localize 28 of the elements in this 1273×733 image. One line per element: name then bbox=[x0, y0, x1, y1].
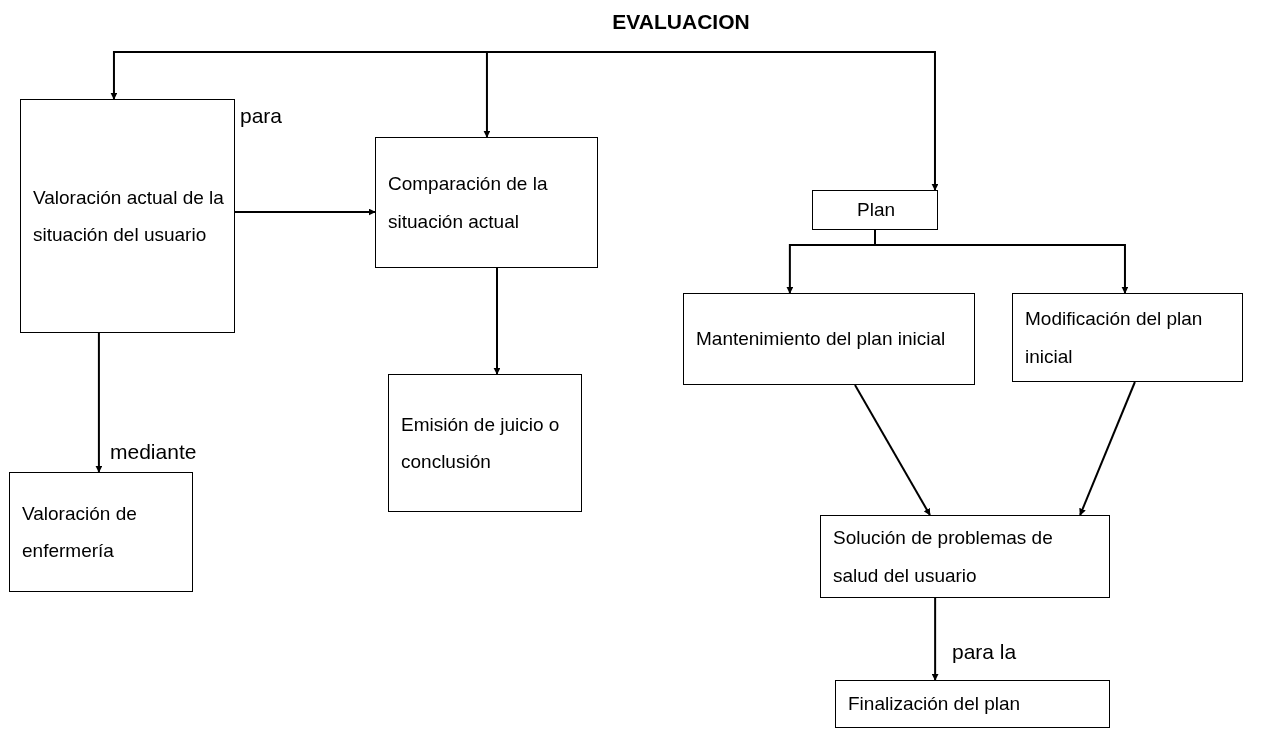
arrow bbox=[95, 332, 103, 473]
title-text: EVALUACION bbox=[611, 9, 751, 35]
arrow bbox=[931, 597, 939, 681]
arrow bbox=[234, 208, 376, 216]
arrow bbox=[854, 384, 931, 516]
process-box bbox=[1012, 293, 1243, 382]
process-box bbox=[835, 680, 1110, 728]
process-box bbox=[20, 99, 235, 333]
arrow bbox=[493, 267, 501, 375]
box-text: Comparación de la situación actual bbox=[388, 172, 549, 234]
arrow bbox=[874, 229, 1129, 294]
process-box bbox=[812, 190, 938, 230]
process-box bbox=[9, 472, 193, 592]
arrow bbox=[483, 51, 682, 138]
box-text: Valoración actual de la situación del usuario bbox=[33, 185, 224, 247]
arrow bbox=[680, 51, 939, 191]
box-text: Finalización del plan bbox=[848, 692, 1021, 717]
box-text: Valoración de enfermería bbox=[22, 501, 138, 563]
box-text: Mantenimiento del plan inicial bbox=[696, 327, 946, 352]
process-box bbox=[375, 137, 598, 268]
box-text: Modificación del plan inicial bbox=[1025, 307, 1204, 369]
process-box bbox=[683, 293, 975, 385]
box-text: Emisión de juicio o conclusión bbox=[401, 412, 561, 474]
arrow bbox=[1079, 381, 1136, 516]
box-text: Solución de problemas de salud del usuario bbox=[833, 526, 1054, 588]
process-box bbox=[820, 515, 1110, 598]
process-box bbox=[388, 374, 582, 512]
box-text: Plan bbox=[857, 198, 895, 223]
